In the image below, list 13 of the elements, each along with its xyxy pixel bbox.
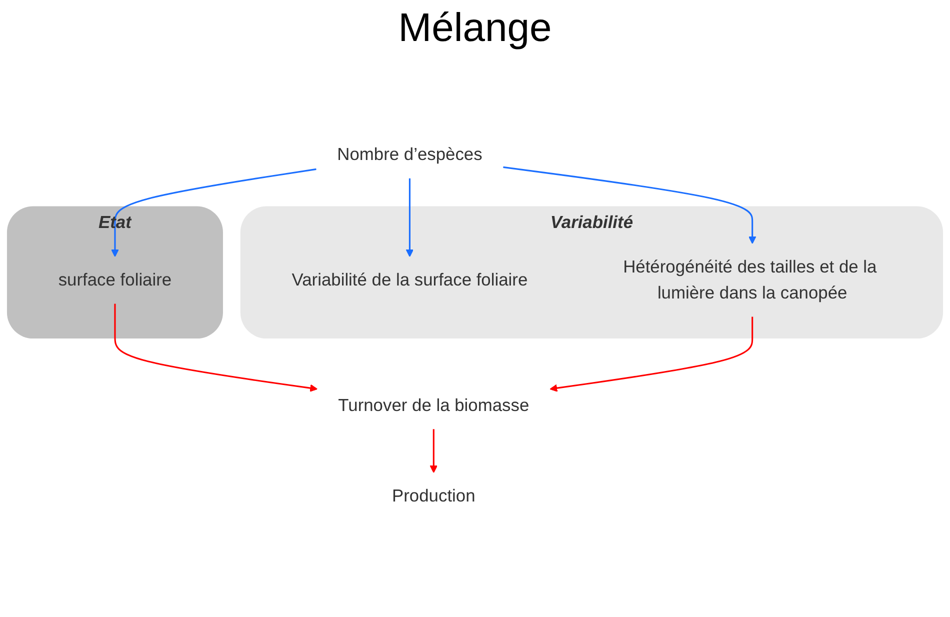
node-text: Turnover de la biomasse	[338, 396, 530, 416]
node-text: Nombre d’espèces	[337, 145, 482, 164]
arrow	[114, 304, 318, 392]
diagram-title: Mélange	[397, 6, 553, 51]
node-text: surface foliaire	[58, 270, 172, 290]
node-text: Production	[392, 486, 476, 506]
node-text: Hétérogénéité des tailles et de la lumière dans la canopée	[623, 258, 877, 303]
node-text: Variabilité de la surface foliaire	[292, 270, 528, 290]
arrow	[430, 429, 438, 474]
arrow	[111, 168, 316, 258]
arrow	[503, 166, 756, 244]
arrow	[406, 178, 414, 258]
arrow	[550, 316, 754, 392]
